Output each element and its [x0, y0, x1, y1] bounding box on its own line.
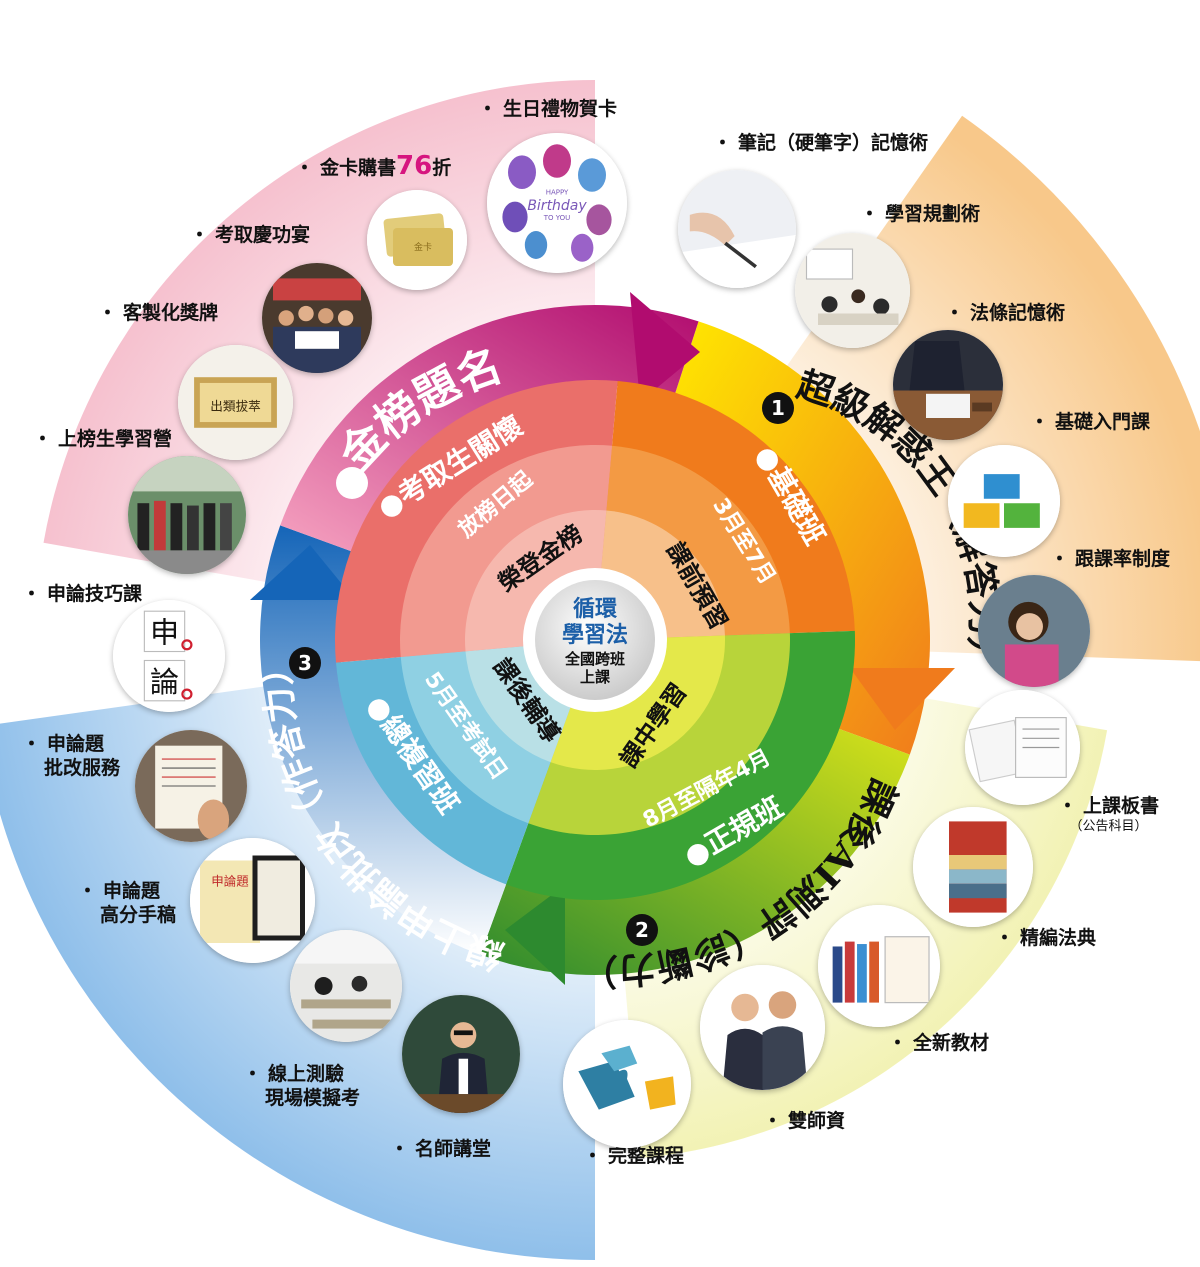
- label-master-lecture: ・名師講堂: [390, 1138, 492, 1160]
- q2-badge-number: 2: [635, 918, 649, 942]
- label-celebration-party: ・考取慶功宴: [190, 224, 311, 246]
- q2-arrowhead: [505, 885, 565, 985]
- gold-card-image: 金卡: [367, 190, 467, 290]
- birthday-balloons-image: HAPPY Birthday TO YOU: [487, 133, 627, 273]
- svg-text:TO YOU: TO YOU: [543, 214, 571, 222]
- custom-plaque-image: 出類拔萃: [178, 345, 293, 460]
- label-study-planning: ・學習規劃術: [860, 203, 981, 225]
- classroom-image: [795, 233, 910, 348]
- label-complete-course: ・完整課程: [583, 1145, 685, 1167]
- label-intro-course: ・基礎入門課: [1030, 411, 1151, 433]
- q3-arrowhead: [250, 545, 355, 600]
- q4-arrowhead: [630, 292, 700, 402]
- q1-badge-number: 1: [771, 396, 785, 420]
- center-subtitle-line1: 全國跨班: [564, 650, 625, 668]
- center-hub: [535, 580, 655, 700]
- label-notes-memory: ・筆記（硬筆字）記憶術: [713, 132, 929, 154]
- q1-arrowhead: [850, 668, 955, 730]
- alumni-camp-image: [128, 456, 246, 574]
- law-memory-image: [893, 330, 1003, 440]
- label-essay-manuscripts: ・申論題高分手稿: [78, 880, 177, 926]
- label-custom-plaque: ・客製化獎牌: [98, 302, 219, 324]
- svg-text:出類拔萃: 出類拔萃: [210, 399, 261, 414]
- essay-manuscript-image: 申論題: [190, 838, 315, 963]
- essay-characters-image: 申 論: [113, 600, 225, 712]
- essay-grading-image: [135, 730, 247, 842]
- exam-hall-image: [290, 930, 402, 1042]
- label-alumni-camp: ・上榜生學習營: [33, 428, 173, 450]
- dual-teachers-image: [700, 965, 825, 1090]
- label-online-tests: ・線上測驗現場模擬考: [243, 1063, 361, 1109]
- svg-text:HAPPY: HAPPY: [546, 189, 569, 197]
- puzzle-pieces-image: [563, 1020, 691, 1148]
- svg-text:申: 申: [150, 616, 179, 650]
- center-subtitle-line2: 上課: [580, 668, 611, 686]
- law-code-book-image: [913, 807, 1033, 927]
- q3-badge-circle: [289, 647, 321, 679]
- new-textbooks-image: [818, 905, 940, 1027]
- q4-badge-number: 4: [345, 471, 359, 495]
- label-essay-skills: ・申論技巧課: [22, 583, 143, 605]
- label-law-code: ・精編法典: [995, 927, 1097, 949]
- label-essay-grading: ・申論題批改服務: [22, 733, 121, 779]
- label-law-memory: ・法條記憶術: [945, 302, 1066, 324]
- svg-text:金卡: 金卡: [414, 241, 432, 253]
- q1-badge-circle: [762, 392, 794, 424]
- writing-notes-image: [678, 170, 796, 288]
- center-title-line1: 循環: [573, 596, 618, 622]
- label-dual-teachers: ・雙師資: [763, 1110, 846, 1132]
- label-gold-card: ・金卡購書76折: [295, 151, 452, 181]
- building-blocks-image: [948, 445, 1060, 557]
- q4-badge-circle: [336, 467, 368, 499]
- svg-text:論: 論: [150, 665, 179, 699]
- blackboard-handouts-image: [965, 690, 1080, 805]
- student-studying-image: [978, 575, 1090, 687]
- svg-text:Birthday: Birthday: [527, 198, 587, 214]
- label-new-materials: ・全新教材: [888, 1032, 990, 1054]
- label-blackboard-notes: ・上課板書（公告科目）: [1058, 795, 1160, 834]
- q1-ring-arrow: [673, 321, 930, 755]
- q3-badge-number: 3: [298, 651, 312, 675]
- celebration-party-image: [262, 263, 372, 373]
- label-birthday-card: ・生日禮物賀卡: [478, 98, 618, 120]
- label-attendance-system: ・跟課率制度: [1050, 548, 1171, 570]
- q2-badge-circle: [626, 914, 658, 946]
- center-title-line2: 學習法: [562, 622, 628, 648]
- teacher-lecture-image: [402, 995, 520, 1113]
- svg-text:申論題: 申論題: [211, 874, 249, 889]
